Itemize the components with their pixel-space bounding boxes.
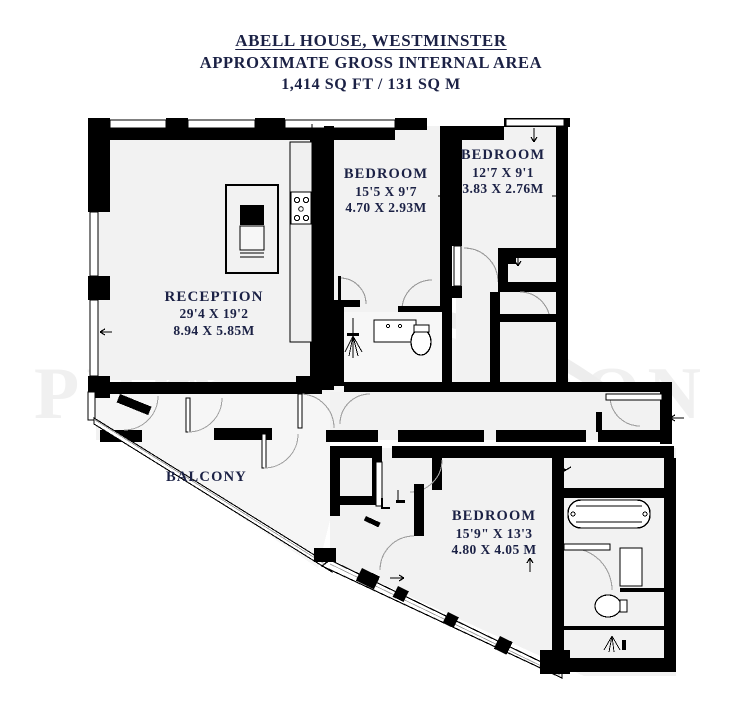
basin-icon [594, 588, 664, 618]
balcony-area [87, 391, 333, 573]
basin-icon [373, 319, 417, 343]
room-dims-imperial-bedroom-1: 15'5 X 9'7 [355, 183, 417, 199]
hob-icon [290, 191, 312, 225]
room-name-bedroom-2: BEDROOM [460, 147, 546, 163]
wall-cabinet [619, 547, 643, 587]
title-block: ABELL HOUSE, WESTMINSTER APPROXIMATE GRO… [0, 30, 742, 95]
room-label-bedroom-3: BEDROOM 15'9" X 13'3 4.80 X 4.05 M [420, 508, 568, 559]
room-label-bedroom-2: BEDROOM 12'7 X 9'1 3.83 X 2.76M [444, 147, 562, 198]
room-dims-imperial-bedroom-3: 15'9" X 13'3 [455, 525, 533, 541]
room-label-bedroom-1: BEDROOM 15'5 X 9'7 4.70 X 2.93M [326, 166, 446, 217]
shower-icon [564, 626, 664, 653]
room-dims-imperial-reception: 29'4 X 19'2 [179, 306, 249, 322]
room-name-bedroom-3: BEDROOM [451, 508, 537, 524]
room-label-reception: RECEPTION 29'4 X 19'2 8.94 X 5.85M [134, 288, 294, 339]
wc-icon [410, 324, 432, 356]
bathtub-icon [567, 499, 651, 529]
kitchen-fixtures [225, 141, 313, 343]
room-name-bedroom-1: BEDROOM [343, 166, 429, 182]
room-label-balcony: BALCONY [166, 469, 247, 485]
room-dims-metric-bedroom-2: 3.83 X 2.76M [462, 181, 544, 197]
bathroom-main [334, 306, 444, 386]
page-title: ABELL HOUSE, WESTMINSTER [235, 31, 507, 50]
room-dims-metric-bedroom-1: 4.70 X 2.93M [345, 200, 427, 216]
dimension-arrows [99, 124, 684, 582]
room-name-reception: RECEPTION [164, 289, 264, 305]
plan-area-text: 1,414 SQ FT / 131 SQ M [281, 76, 461, 94]
ensuite-bathroom [552, 458, 676, 672]
room-dims-metric-bedroom-3: 4.80 X 4.05 M [451, 542, 537, 558]
plan-subtitle: APPROXIMATE GROSS INTERNAL AREA [199, 53, 543, 73]
room-dims-imperial-bedroom-2: 12'7 X 9'1 [472, 164, 534, 180]
room-dims-metric-reception: 8.94 X 5.85M [173, 322, 255, 338]
